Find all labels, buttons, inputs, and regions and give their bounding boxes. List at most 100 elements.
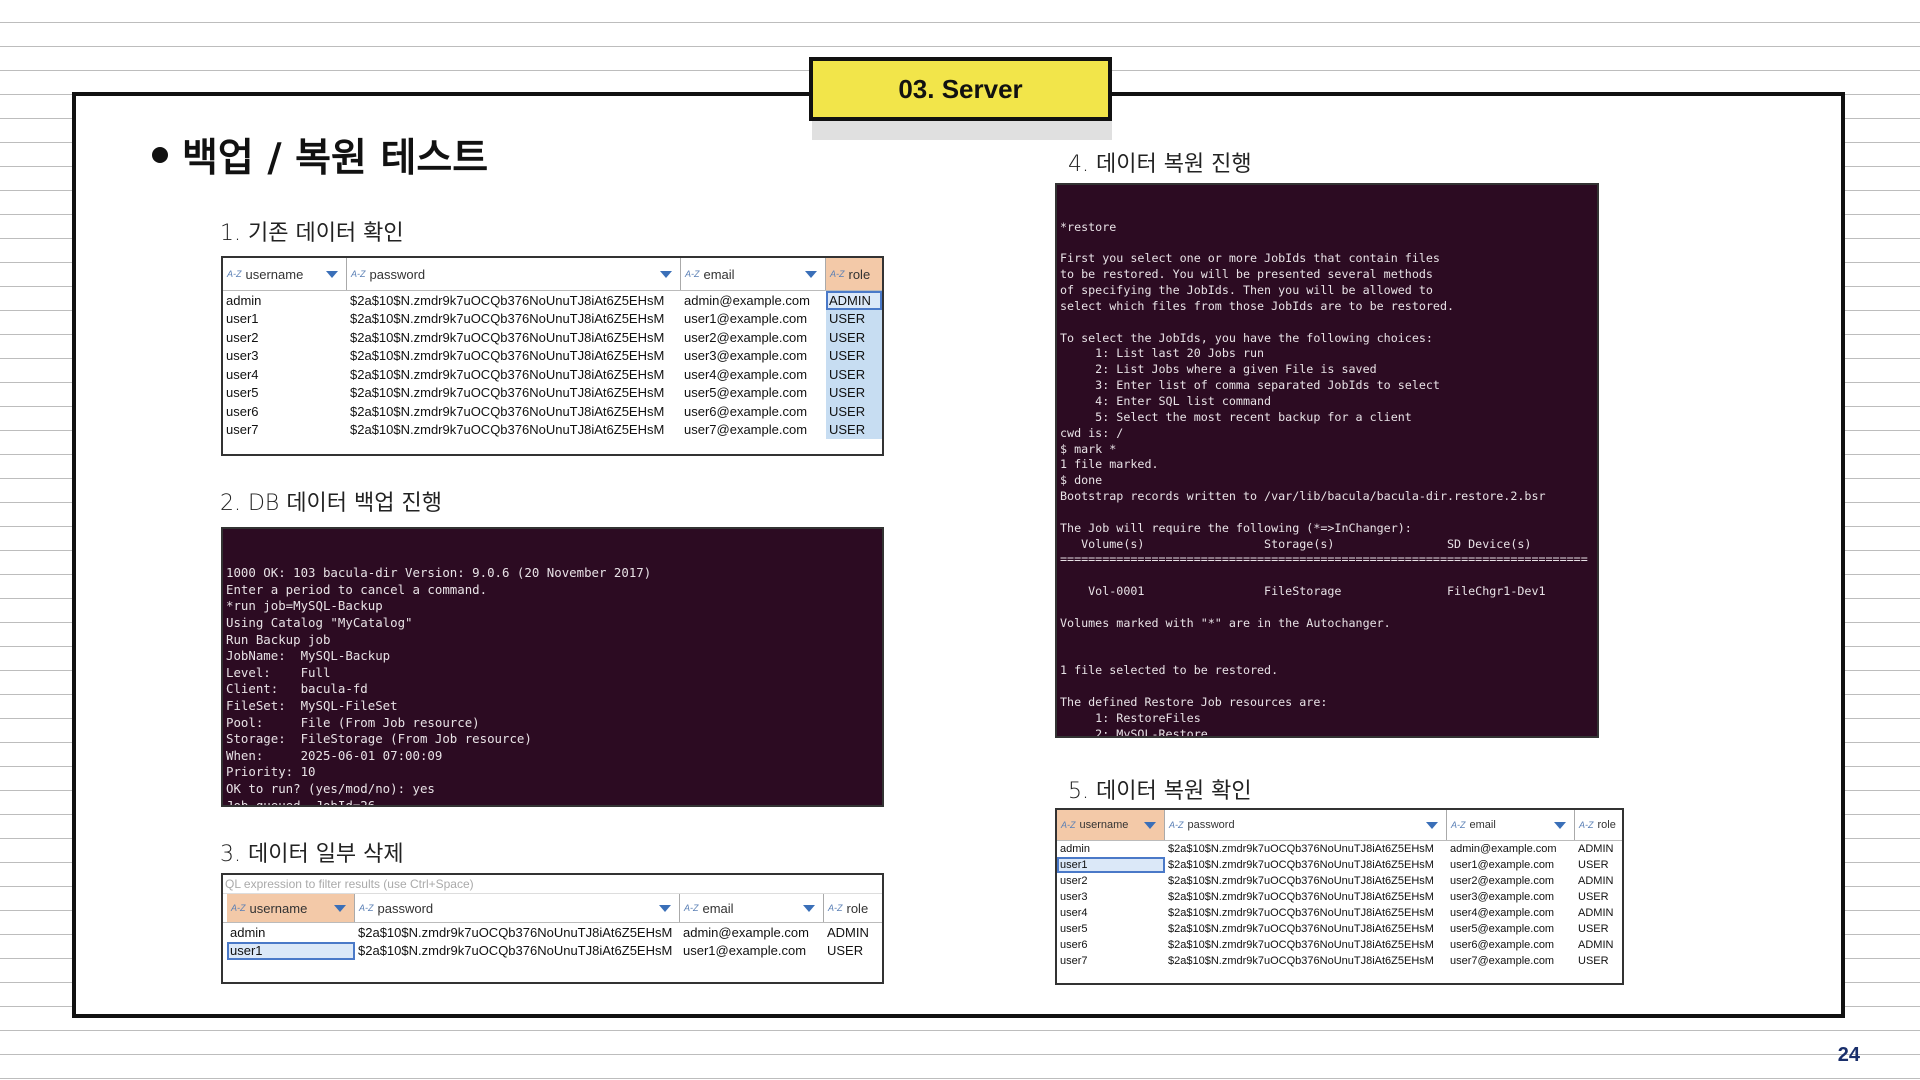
table-row[interactable]: admin $2a$10$N.zmdr9k7uOCQb376NoUnuTJ8iAt…	[1057, 841, 1622, 857]
cell-password[interactable]: $2a$10$N.zmdr9k7uOCQb376NoUnuTJ8iAt6Z5EH…	[1168, 875, 1434, 887]
table-row[interactable]: user2 $2a$10$N.zmdr9k7uOCQb376NoUnuTJ8iAt…	[223, 328, 882, 347]
cell-password[interactable]: $2a$10$N.zmdr9k7uOCQb376NoUnuTJ8iAt6Z5EH…	[350, 422, 665, 438]
table-row[interactable]: user4 $2a$10$N.zmdr9k7uOCQb376NoUnuTJ8iAt…	[223, 365, 882, 384]
filter-dropdown-icon[interactable]	[1426, 821, 1438, 829]
cell-username[interactable]: user3	[226, 348, 259, 364]
cell-password[interactable]: $2a$10$N.zmdr9k7uOCQb376NoUnuTJ8iAt6Z5EH…	[350, 292, 665, 308]
filter-dropdown-icon[interactable]	[1144, 821, 1156, 829]
cell-password[interactable]: $2a$10$N.zmdr9k7uOCQb376NoUnuTJ8iAt6Z5EH…	[1168, 939, 1434, 951]
filter-dropdown-icon[interactable]	[1554, 821, 1566, 829]
restore-terminal[interactable]: *restore First you select one or more Jo…	[1055, 183, 1599, 738]
table-row[interactable]: user2 $2a$10$N.zmdr9k7uOCQb376NoUnuTJ8iAt…	[1057, 873, 1622, 889]
cell-username[interactable]: user5	[226, 385, 259, 401]
cell-email[interactable]: admin@example.com	[684, 292, 810, 308]
cell-email[interactable]: admin@example.com	[1450, 843, 1557, 855]
cell-role[interactable]: USER	[1578, 923, 1609, 935]
cell-password[interactable]: $2a$10$N.zmdr9k7uOCQb376NoUnuTJ8iAt6Z5EH…	[350, 366, 665, 382]
cell-role[interactable]: ADMIN	[1578, 939, 1614, 951]
filter-dropdown-icon[interactable]	[659, 904, 671, 912]
cell-email[interactable]: user3@example.com	[684, 348, 808, 364]
cell-password[interactable]: $2a$10$N.zmdr9k7uOCQb376NoUnuTJ8iAt6Z5EH…	[350, 403, 665, 419]
filter-dropdown-icon[interactable]	[660, 270, 672, 278]
table-row[interactable]: user5 $2a$10$N.zmdr9k7uOCQb376NoUnuTJ8iAt…	[223, 383, 882, 402]
cell-password[interactable]: $2a$10$N.zmdr9k7uOCQb376NoUnuTJ8iAt6Z5EH…	[1168, 859, 1434, 871]
cell-role[interactable]: ADMIN	[826, 291, 882, 310]
cell-role[interactable]: USER	[826, 309, 882, 328]
cell-email[interactable]: user1@example.com	[684, 311, 808, 327]
cell-password[interactable]: $2a$10$N.zmdr9k7uOCQb376NoUnuTJ8iAt6Z5EH…	[350, 385, 665, 401]
cell-role[interactable]: USER	[826, 365, 882, 384]
cell-role[interactable]: USER	[1578, 955, 1609, 967]
cell-role[interactable]: USER	[1578, 859, 1609, 871]
cell-role[interactable]: ADMIN	[1578, 843, 1614, 855]
cell-role[interactable]: USER	[827, 943, 864, 959]
cell-role[interactable]: ADMIN	[827, 924, 869, 940]
cell-username[interactable]: user7	[226, 422, 259, 438]
cell-email[interactable]: user4@example.com	[684, 366, 808, 382]
table-row[interactable]: admin $2a$10$N.zmdr9k7uOCQb376NoUnuTJ8iAt…	[223, 291, 882, 310]
table-row[interactable]: user7 $2a$10$N.zmdr9k7uOCQb376NoUnuTJ8iAt…	[1057, 953, 1622, 969]
cell-username[interactable]: user2	[1060, 875, 1088, 887]
cell-username[interactable]: user7	[1060, 955, 1088, 967]
filter-dropdown-icon[interactable]	[334, 904, 346, 912]
cell-password[interactable]: $2a$10$N.zmdr9k7uOCQb376NoUnuTJ8iAt6Z5EH…	[1168, 955, 1434, 967]
table-row[interactable]: user3 $2a$10$N.zmdr9k7uOCQb376NoUnuTJ8iAt…	[1057, 889, 1622, 905]
cell-password[interactable]: $2a$10$N.zmdr9k7uOCQb376NoUnuTJ8iAt6Z5EH…	[1168, 891, 1434, 903]
cell-email[interactable]: user5@example.com	[1450, 923, 1555, 935]
cell-email[interactable]: user6@example.com	[684, 403, 808, 419]
deleted-data-table[interactable]: QL expression to filter results (use Ctr…	[221, 873, 884, 984]
cell-password[interactable]: $2a$10$N.zmdr9k7uOCQb376NoUnuTJ8iAt6Z5EH…	[350, 348, 665, 364]
cell-username[interactable]: admin	[226, 292, 262, 308]
cell-role[interactable]: USER	[826, 328, 882, 347]
cell-role[interactable]: USER	[826, 383, 882, 402]
cell-password[interactable]: $2a$10$N.zmdr9k7uOCQb376NoUnuTJ8iAt6Z5EH…	[350, 329, 665, 345]
table-row[interactable]: user6 $2a$10$N.zmdr9k7uOCQb376NoUnuTJ8iAt…	[1057, 937, 1622, 953]
filter-dropdown-icon[interactable]	[326, 270, 338, 278]
cell-username[interactable]: user4	[226, 366, 259, 382]
cell-password[interactable]: $2a$10$N.zmdr9k7uOCQb376NoUnuTJ8iAt6Z5EH…	[350, 311, 665, 327]
cell-email[interactable]: user2@example.com	[684, 329, 808, 345]
cell-username[interactable]: user1	[1057, 857, 1165, 873]
filter-dropdown-icon[interactable]	[803, 904, 815, 912]
cell-email[interactable]: user6@example.com	[1450, 939, 1555, 951]
table-row[interactable]: user1$2a$10$N.zmdr9k7uOCQb376NoUnuTJ8iAt…	[1057, 857, 1622, 873]
filter-input[interactable]: QL expression to filter results (use Ctr…	[223, 875, 882, 894]
cell-role[interactable]: USER	[826, 346, 882, 365]
table-row[interactable]: user5$2a$10$N.zmdr9k7uOCQb376NoUnuTJ8iAt…	[1057, 921, 1622, 937]
cell-role[interactable]: ADMIN	[1578, 907, 1614, 919]
cell-username[interactable]: admin	[230, 924, 266, 940]
cell-password[interactable]: $2a$10$N.zmdr9k7uOCQb376NoUnuTJ8iAt6Z5EH…	[358, 924, 673, 940]
table-row[interactable]: user3 $2a$10$N.zmdr9k7uOCQb376NoUnuTJ8iAt…	[223, 346, 882, 365]
cell-username[interactable]: user6	[226, 403, 259, 419]
cell-username[interactable]: user2	[226, 329, 259, 345]
cell-username[interactable]: admin	[1060, 843, 1090, 855]
cell-role[interactable]: USER	[826, 420, 882, 439]
cell-username[interactable]: user5	[1060, 923, 1088, 935]
cell-role[interactable]: USER	[826, 402, 882, 421]
cell-username[interactable]: user3	[1060, 891, 1088, 903]
cell-email[interactable]: admin@example.com	[683, 924, 809, 940]
table-row[interactable]: admin $2a$10$N.zmdr9k7uOCQb376NoUnuTJ8iAt…	[227, 923, 882, 942]
cell-password[interactable]: $2a$10$N.zmdr9k7uOCQb376NoUnuTJ8iAt6Z5EH…	[1168, 843, 1434, 855]
cell-email[interactable]: user5@example.com	[684, 385, 808, 401]
cell-email[interactable]: user1@example.com	[683, 943, 807, 959]
cell-password[interactable]: $2a$10$N.zmdr9k7uOCQb376NoUnuTJ8iAt6Z5EH…	[1168, 907, 1434, 919]
cell-email[interactable]: user4@example.com	[1450, 907, 1555, 919]
filter-dropdown-icon[interactable]	[805, 270, 817, 278]
cell-username[interactable]: user1	[226, 311, 259, 327]
cell-email[interactable]: user3@example.com	[1450, 891, 1555, 903]
cell-username[interactable]: user6	[1060, 939, 1088, 951]
cell-email[interactable]: user7@example.com	[684, 422, 808, 438]
